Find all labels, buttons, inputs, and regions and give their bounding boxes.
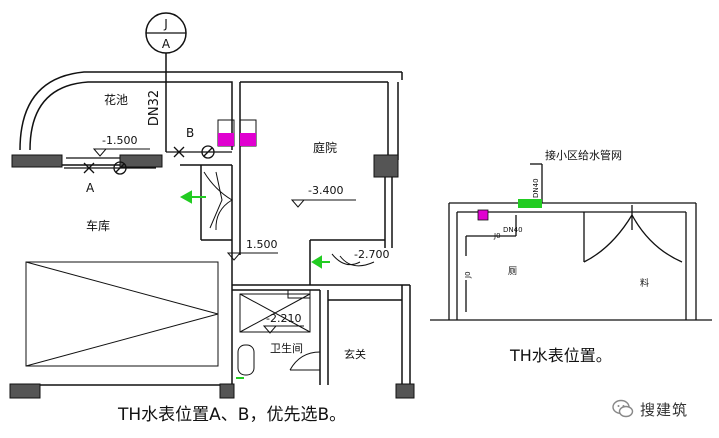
flow-arrows xyxy=(179,190,330,379)
bathroom-label: 卫生间 xyxy=(270,341,303,355)
meter-label-bottom: A xyxy=(162,37,171,51)
building-walls xyxy=(12,71,411,386)
pipe-diameter-label: DN32 xyxy=(147,90,162,126)
section-riser-lower: J0 xyxy=(464,271,472,279)
elevation-markers xyxy=(92,148,356,334)
wechat-icon xyxy=(612,399,634,418)
section-room-right: 料 xyxy=(640,277,649,289)
supply-pipe xyxy=(64,145,232,175)
point-b-label: B xyxy=(186,126,194,140)
caption-right: TH水表位置。 xyxy=(510,346,612,365)
pool-label: 花池 xyxy=(104,92,128,107)
meter-label-top: J xyxy=(163,17,168,31)
section-meter-box xyxy=(477,209,489,221)
elevation-garden: -3.400 xyxy=(308,184,343,197)
section-supply-label: 接小区给水管网 xyxy=(545,148,622,162)
watermark-text: 搜建筑 xyxy=(640,400,689,419)
section-drawing xyxy=(430,163,712,321)
garage-label: 车库 xyxy=(86,218,110,233)
watermark: 搜建筑 xyxy=(612,396,688,422)
point-a-label: A xyxy=(86,181,95,195)
section-room-left: 厕 xyxy=(508,266,517,277)
water-meter-symbol: J A xyxy=(145,12,187,152)
section-pipe-dn-horizontal: DN40 xyxy=(503,226,523,234)
elevation-entry: -2.700 xyxy=(354,248,389,261)
meter-box-b xyxy=(217,119,257,147)
section-pipe-dn-vertical: DN40 xyxy=(532,178,540,198)
tree-symbols xyxy=(203,171,375,267)
bathroom-fixtures xyxy=(237,289,321,376)
caption-left: TH水表位置A、B，优先选B。 xyxy=(118,405,347,425)
elevation-stair: 1.500 xyxy=(246,238,278,251)
garden-label: 庭院 xyxy=(313,140,337,155)
elevation-pool: -1.500 xyxy=(102,134,137,147)
section-green-fitting xyxy=(518,199,542,208)
elevation-bath: -2.210 xyxy=(266,312,301,325)
section-riser-small: J0 xyxy=(493,232,501,240)
entrance-label: 玄关 xyxy=(344,347,366,361)
garage-car-outline xyxy=(25,261,219,367)
wall-columns xyxy=(9,154,415,399)
